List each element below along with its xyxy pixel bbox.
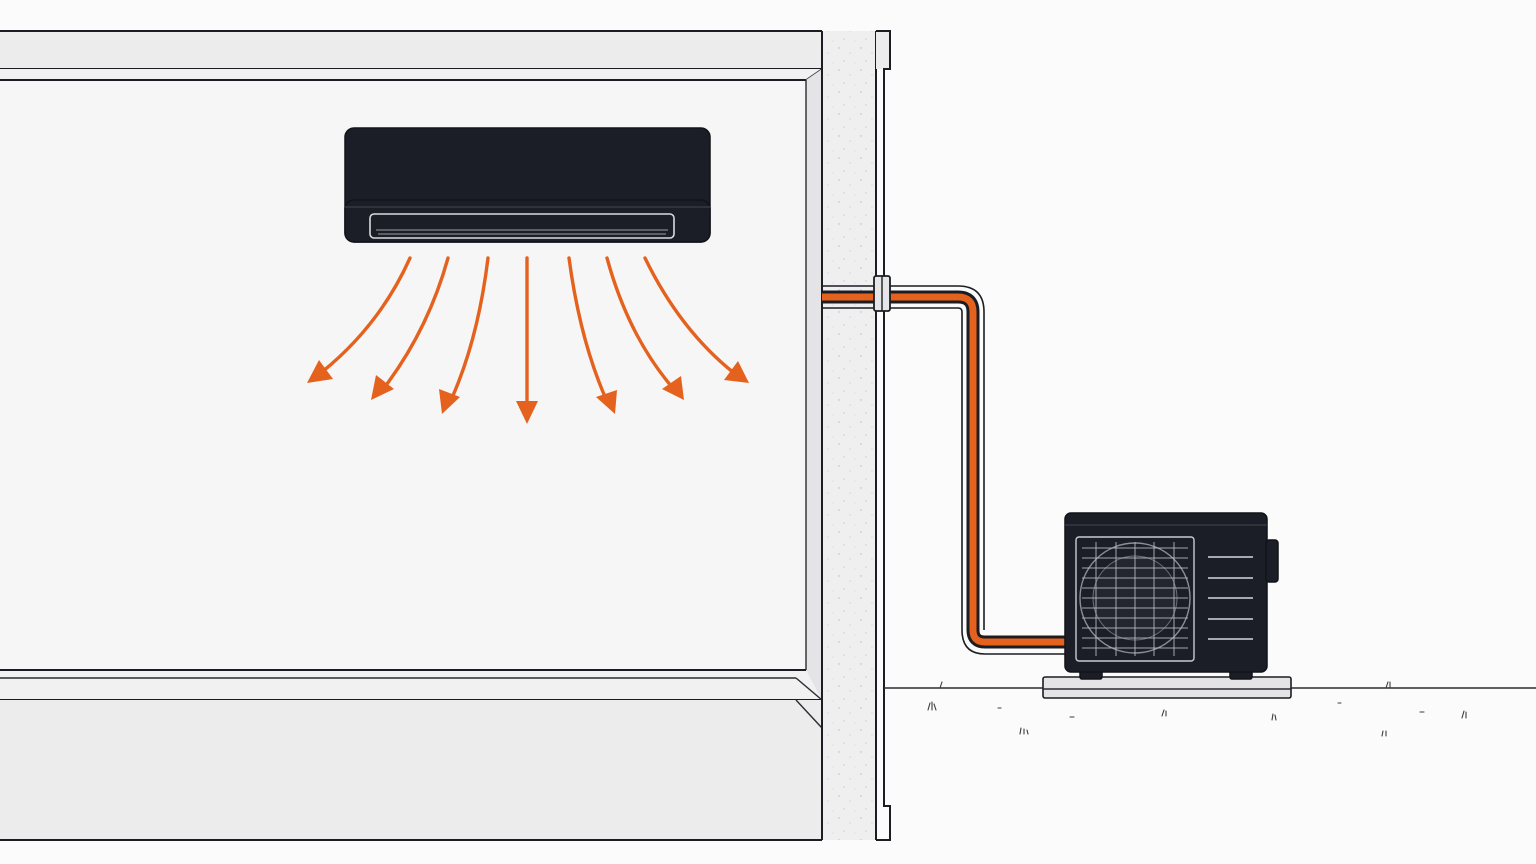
outdoor-unit bbox=[1042, 512, 1292, 699]
airflow-arrows bbox=[307, 256, 749, 424]
airflow-arrow-icon bbox=[567, 256, 617, 414]
airflow-arrow-icon bbox=[516, 256, 538, 424]
airflow-arrowhead bbox=[724, 361, 749, 383]
refrigerant-line bbox=[822, 275, 1066, 655]
floor bbox=[0, 700, 822, 840]
airflow-arrow-icon bbox=[307, 256, 412, 383]
concrete-pad bbox=[1042, 676, 1292, 699]
crown-molding bbox=[0, 69, 822, 80]
airflow-arrow-icon bbox=[643, 256, 749, 383]
refrigerant-pipe-icon bbox=[822, 275, 1066, 655]
airflow-arrowhead bbox=[596, 390, 617, 414]
airflow-arrowhead bbox=[516, 401, 538, 424]
service-panel-vents bbox=[1208, 556, 1253, 640]
airflow-arrow-icon bbox=[605, 256, 684, 400]
airflow-arrowhead bbox=[439, 389, 460, 414]
exterior-wall-section bbox=[821, 30, 891, 841]
condenser-fan-icon bbox=[1075, 536, 1195, 662]
airflow-arrowhead bbox=[662, 376, 684, 400]
side-panel bbox=[1265, 539, 1279, 583]
airflow-arrow bbox=[643, 256, 736, 375]
airflow-arrow bbox=[320, 256, 412, 374]
grass-tufts bbox=[927, 681, 1467, 737]
air-conditioner-icon bbox=[344, 127, 711, 243]
ceiling-band bbox=[0, 31, 822, 69]
airflow-arrow-icon bbox=[439, 256, 490, 414]
airflow-arrowhead bbox=[307, 360, 333, 383]
airflow-arrow-icon bbox=[371, 256, 450, 400]
airflow-arrow bbox=[382, 256, 450, 390]
airflow-arrow bbox=[605, 256, 674, 389]
airflow-arrow bbox=[567, 256, 608, 401]
airflow-arrow bbox=[449, 256, 490, 402]
indoor-unit bbox=[344, 127, 711, 243]
airflow-arrowhead bbox=[371, 375, 394, 400]
baseboard bbox=[0, 670, 822, 700]
wall-cladding bbox=[876, 31, 890, 69]
inner-wall-corner bbox=[806, 69, 822, 700]
